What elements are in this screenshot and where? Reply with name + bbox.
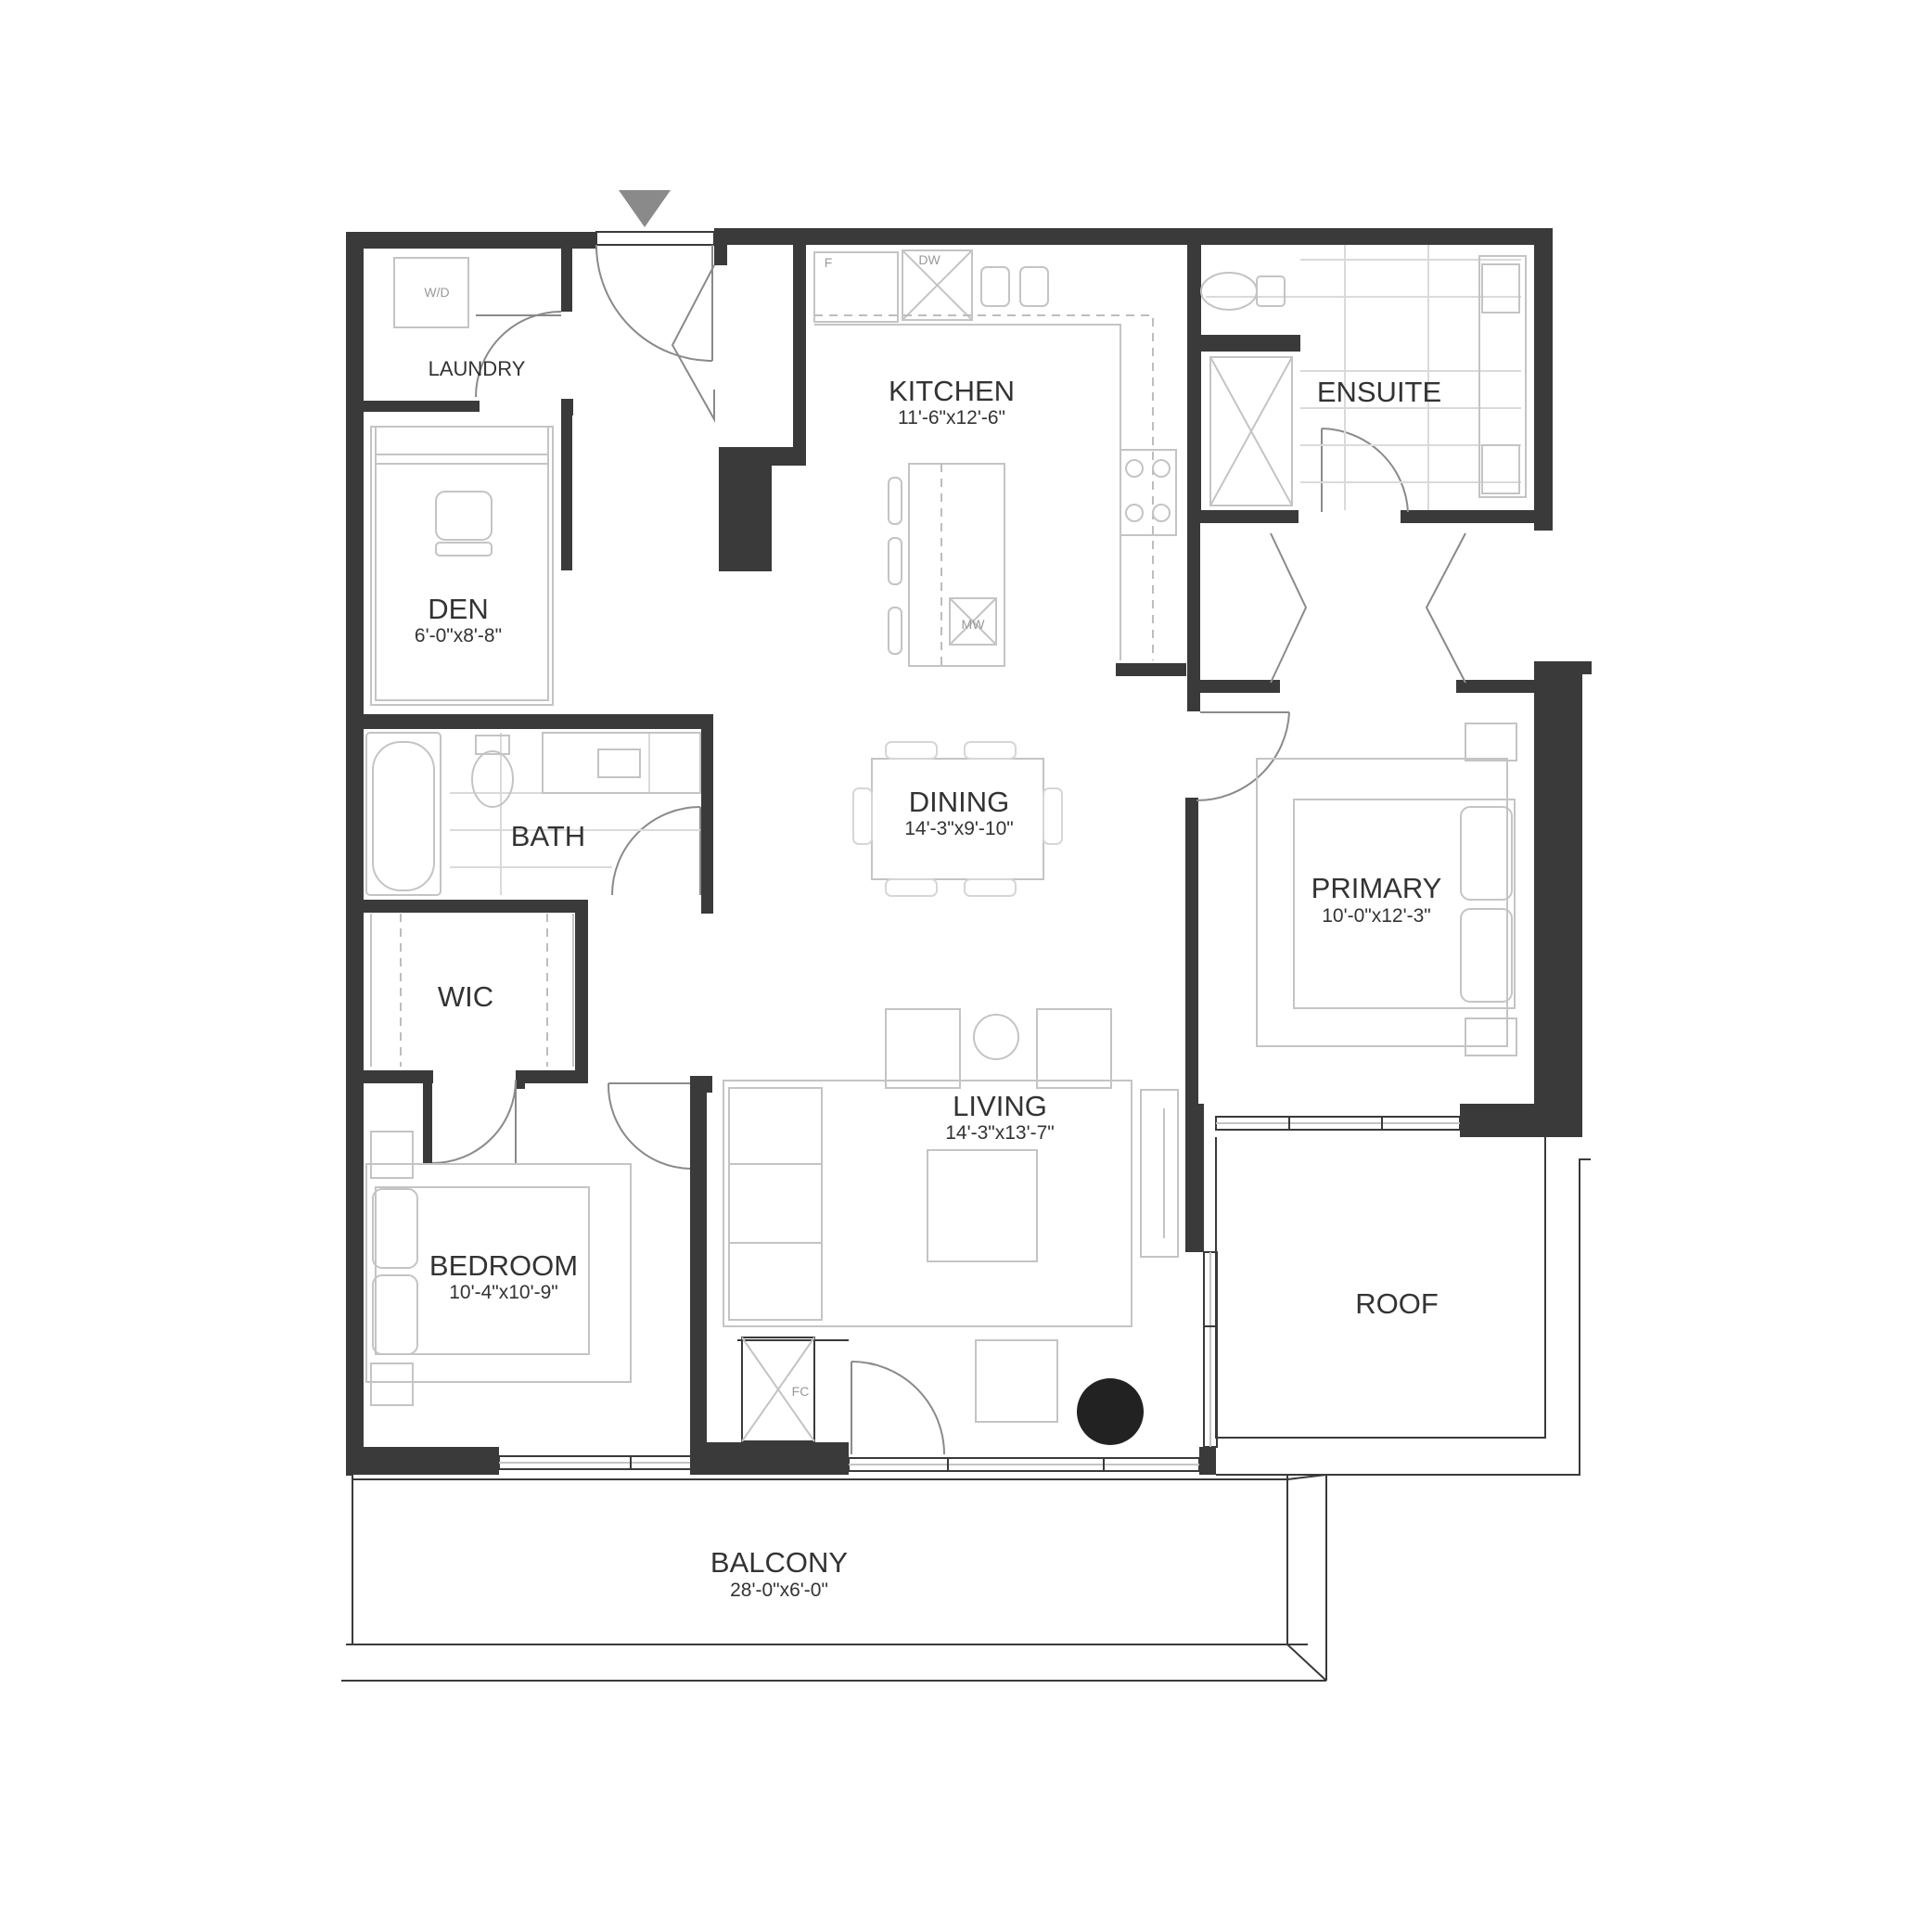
doors <box>431 231 1466 1455</box>
fan-coil-label: FC <box>792 1384 810 1399</box>
balcony-label: BALCONY <box>710 1546 848 1579</box>
washer-dryer-label: W/D <box>424 285 449 300</box>
microwave-label: MW <box>962 617 986 632</box>
desk-icon <box>370 426 554 706</box>
roof-outline <box>1215 1137 1591 1476</box>
kitchen-counters <box>813 249 1177 660</box>
kitchen-dims: 11'-6"x12'-6" <box>898 407 1005 429</box>
dining-table <box>852 741 1063 897</box>
interior-walls <box>364 232 1534 1475</box>
laundry-label: LAUNDRY <box>429 357 526 380</box>
exterior-walls <box>346 228 1592 1475</box>
primary-dims: 10'-0"x12'-3" <box>1322 905 1431 927</box>
living-dims: 14'-3"x13'-7" <box>945 1122 1055 1144</box>
bedroom-label: BEDROOM <box>429 1249 578 1282</box>
windows <box>498 1116 1461 1472</box>
bedroom-dims: 10'-4"x10'-9" <box>449 1282 558 1303</box>
den-dims: 6'-0"x8'-8" <box>415 625 502 646</box>
balcony-outline <box>341 1474 1327 1682</box>
bath-label: BATH <box>511 820 585 852</box>
entry-arrow-icon <box>619 190 671 227</box>
plant-icon <box>1077 1378 1144 1445</box>
living-label: LIVING <box>953 1090 1047 1122</box>
dining-dims: 14'-3"x9'-10" <box>904 818 1014 839</box>
wic-label: WIC <box>438 980 493 1013</box>
ensuite-label: ENSUITE <box>1317 376 1441 408</box>
primary-bed <box>1256 723 1517 1056</box>
wic-rods <box>370 914 574 1067</box>
dishwasher-label: DW <box>918 252 940 267</box>
washer-dryer-icon <box>393 257 469 328</box>
primary-label: PRIMARY <box>1311 872 1442 904</box>
kitchen-label: KITCHEN <box>889 375 1015 407</box>
balcony-dims: 28'-0"x6'-0" <box>730 1580 828 1601</box>
kitchen-island <box>888 463 1005 667</box>
bedroom-bed <box>365 1131 632 1406</box>
roof-label: ROOF <box>1355 1287 1439 1320</box>
den-label: DEN <box>428 593 488 625</box>
fan-coil-icon <box>741 1337 815 1442</box>
living-furniture <box>723 1008 1179 1423</box>
dining-label: DINING <box>909 786 1010 818</box>
ensuite-fixtures <box>1200 245 1527 510</box>
bath-fixtures <box>365 732 701 896</box>
fridge-label: F <box>825 255 833 270</box>
